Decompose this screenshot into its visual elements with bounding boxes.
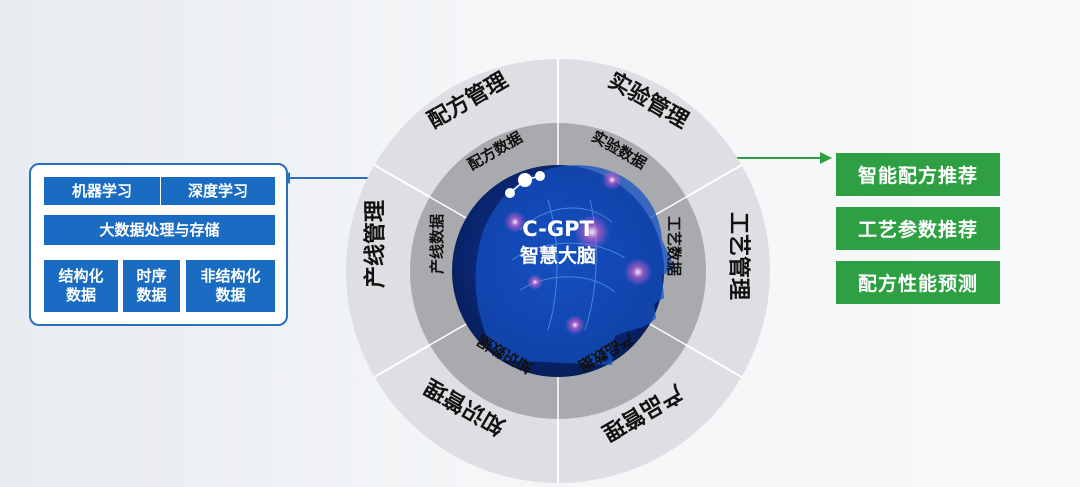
outer-label-line-mgmt: 产线管理	[363, 200, 389, 288]
brain-head-graphic	[452, 165, 675, 377]
deep-learning-label: 深度学习	[187, 181, 248, 200]
unstructured-data-label: 非结构化 数据	[200, 267, 261, 304]
output-label-formula-recommend: 智能配方推荐	[857, 165, 978, 187]
output-box-formula-recommend: 智能配方推荐	[836, 153, 1000, 196]
big-data-label: 大数据处理与存储	[99, 220, 220, 239]
structured-data-label: 结构化 数据	[58, 267, 104, 304]
output-box-formula-performance-predict: 配方性能预测	[836, 261, 1000, 304]
structured-data-box: 结构化 数据	[44, 260, 118, 312]
machine-learning-box: 机器学习	[44, 177, 160, 205]
unstructured-data-box: 非结构化 数据	[186, 260, 275, 312]
center-subtitle: 智慧大脑	[520, 244, 596, 267]
inner-label-line-data: 产线数据	[428, 214, 446, 274]
deep-learning-box: 深度学习	[161, 177, 275, 205]
big-data-box: 大数据处理与存储	[44, 215, 275, 245]
inner-label-process-data: 工艺数据	[665, 216, 683, 276]
output-label-formula-performance-predict: 配方性能预测	[857, 273, 978, 295]
tech-foundation-panel: 机器学习 深度学习 大数据处理与存储 结构化 数据 时序 数据 非结构化 数据	[29, 163, 288, 326]
machine-learning-label: 机器学习	[71, 181, 132, 200]
time-series-data-label: 时序 数据	[136, 267, 167, 304]
center-title: C-GPT	[522, 217, 594, 241]
output-label-process-param-recommend: 工艺参数推荐	[857, 219, 978, 241]
outer-label-process-mgmt: 工艺管理	[726, 212, 752, 300]
output-box-process-param-recommend: 工艺参数推荐	[836, 207, 1000, 250]
time-series-data-box: 时序 数据	[123, 260, 180, 312]
